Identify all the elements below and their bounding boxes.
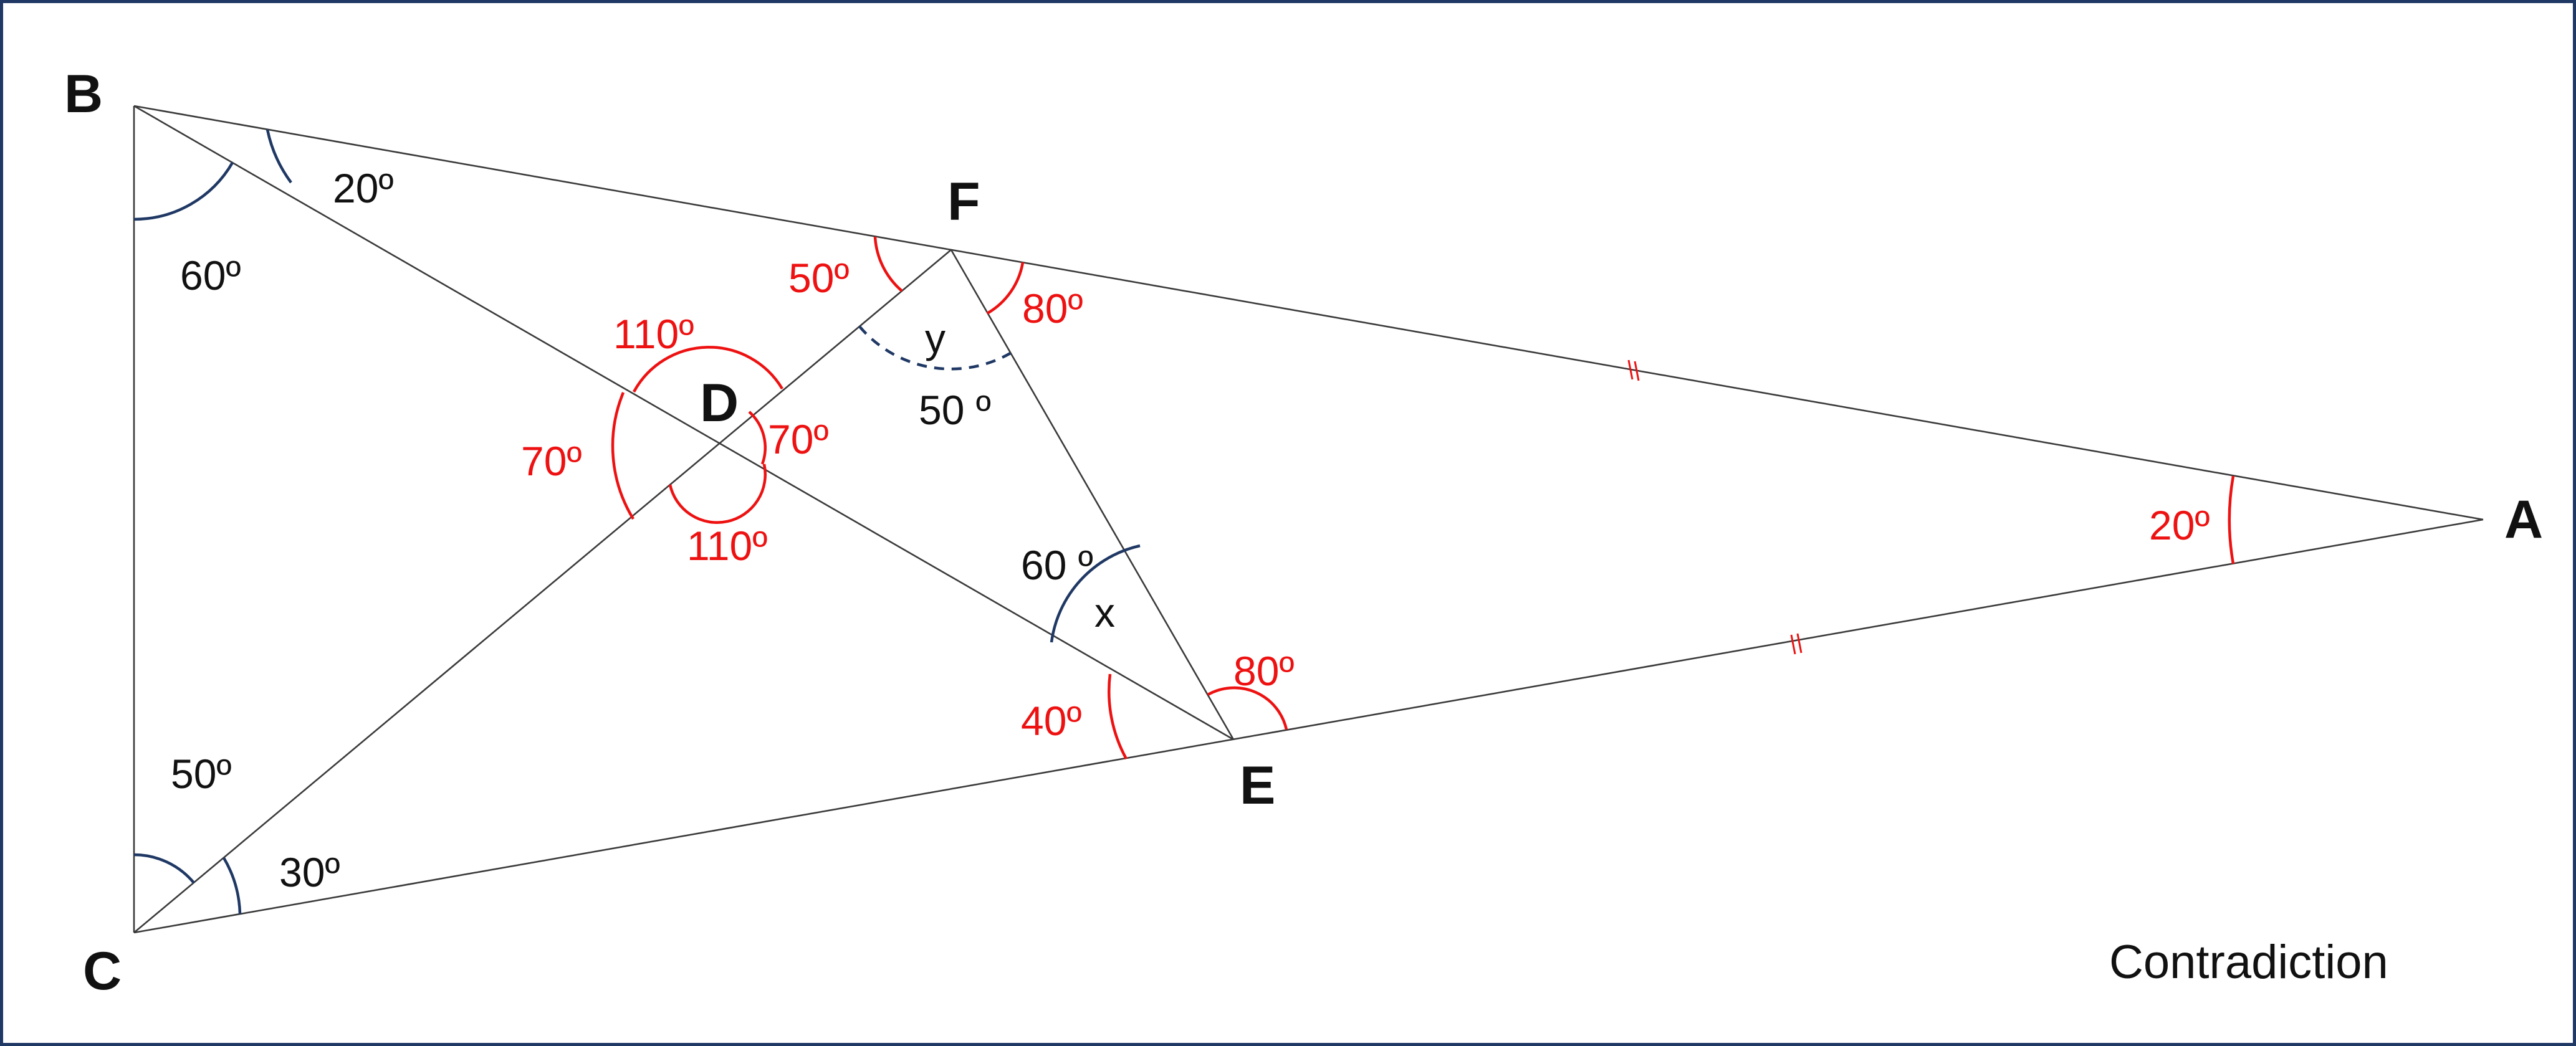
angle-label-F-var: y [925,315,946,361]
point-label-A: A [2504,490,2543,549]
angle-arc-E-right [1207,686,1288,730]
angle-label-E-var: x [1094,589,1115,635]
segment-CF [133,249,952,933]
angle-label-E-value: 60 º [1021,542,1093,588]
angle-arc-D-right [748,411,767,465]
angle-arc-A [2228,475,2235,564]
angle-label-D-top: 110º [613,311,694,357]
angle-label-C-lower: 30º [279,849,340,895]
segment-FE [950,249,1235,740]
point-label-C: C [83,941,122,1001]
angle-label-C-upper: 50º [171,751,232,797]
angle-label-F-left: 50º [788,255,850,301]
angle-arc-B-upper [266,129,292,184]
angle-arc-D-bottom [668,464,767,524]
angle-label-B-upper: 20º [333,165,394,211]
angle-arc-D-left [611,392,634,520]
angle-label-E-left: 40º [1021,698,1082,744]
angle-label-E-right: 80º [1233,648,1295,694]
angle-arc-D-top [633,346,783,393]
angle-label-F-right: 80º [1022,285,1083,331]
tick-mark-EA [1790,633,1803,655]
angle-label-A: 20º [2149,502,2210,548]
angle-arc-E-left [1108,673,1128,760]
angle-label-B-lower: 60º [180,252,241,298]
caption-text: Contradiction [2109,936,2388,989]
tick-mark-FA [1627,359,1640,381]
point-label-B: B [64,64,103,124]
angle-label-D-bottom: 110º [687,523,767,569]
angle-label-F-value: 50 º [919,387,991,433]
angle-label-D-left: 70º [521,438,582,484]
angle-arc-B-lower [133,161,234,221]
angle-arc-C-lower [223,857,242,915]
angle-arc-F-right [986,262,1025,315]
angle-arc-F-inner [858,325,1012,371]
angle-arc-F-left [873,236,903,292]
segment-CA [133,518,2484,934]
angle-arc-E-inner [1050,544,1141,643]
segment-BE [133,105,1234,741]
point-label-E: E [1240,756,1275,815]
point-label-F: F [947,172,980,232]
angle-arc-C-upper [133,853,195,884]
segment-BA [133,105,2484,521]
point-label-D: D [700,373,739,433]
angle-label-D-right: 70º [768,416,829,462]
